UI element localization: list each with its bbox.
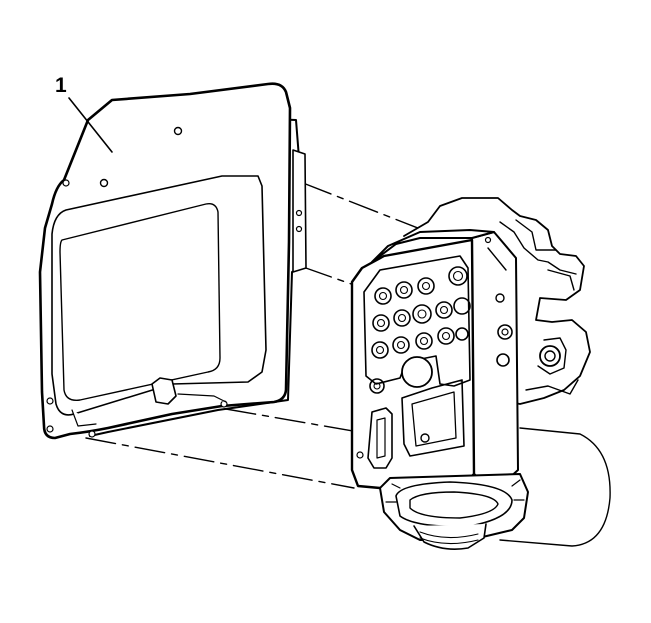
mounting-hole [46, 397, 54, 405]
side-bore [484, 236, 492, 244]
valve-bore [372, 314, 390, 332]
front-bore-center [373, 382, 381, 390]
flange-teeth [385, 479, 525, 503]
modulator-bracket [525, 379, 579, 395]
motor-flange-ring [395, 481, 513, 528]
valve-bore [371, 341, 389, 359]
hydraulic-modulator [350, 197, 611, 550]
motor-shaft-thread [419, 531, 479, 545]
valve-bore [455, 327, 469, 341]
valve-bore [435, 301, 453, 319]
valve-bore-center [439, 305, 449, 315]
modulator-side-face [471, 231, 519, 493]
left-channel-inner [376, 417, 386, 459]
connector-pin [295, 225, 303, 233]
control-module [38, 82, 307, 440]
valve-bore-center [376, 318, 386, 328]
valve-bore [412, 304, 432, 324]
valve-bore-center [399, 285, 409, 295]
module-edge-detail [71, 409, 97, 427]
lower-channel-inner [411, 391, 457, 447]
valve-bore [392, 336, 410, 354]
valve-bore [417, 277, 435, 295]
modulator-top-face [371, 229, 495, 263]
callout-label-1: 1 [55, 74, 67, 97]
valve-bore [395, 281, 413, 299]
alignment-line-middle [302, 266, 355, 286]
valve-bore-center [378, 291, 388, 301]
brake-line-port [539, 345, 561, 367]
valve-bore-center [419, 336, 429, 346]
brake-line-port [544, 350, 556, 362]
side-bore [496, 353, 510, 367]
flange-tooth [391, 483, 401, 489]
module-edge-detail [177, 393, 227, 403]
motor-shaft [413, 523, 487, 550]
flange-tooth [511, 479, 521, 487]
side-bore [501, 328, 509, 336]
valve-boss-plate [363, 255, 471, 387]
mounting-hole [99, 178, 109, 188]
valve-bore-center [452, 270, 464, 282]
valve-bore-center [417, 309, 427, 319]
valve-bore [448, 266, 468, 286]
alignment-line-bottom [85, 437, 355, 489]
valve-bore-center [397, 313, 407, 323]
mounting-hole [46, 425, 54, 433]
module-mounting-tab [151, 377, 177, 405]
modulator-rear-detail [499, 221, 577, 275]
modulator-side-bore [487, 247, 507, 271]
valve-bore [374, 287, 392, 305]
port-nut [537, 337, 567, 375]
side-bore [497, 324, 513, 340]
valve-bore-center [396, 340, 406, 350]
mounting-hole [88, 430, 96, 438]
module-cover-recess [59, 202, 221, 401]
callout-leader-line [68, 97, 113, 153]
side-bore [495, 293, 505, 303]
valve-bore-center [421, 281, 431, 291]
valve-bore [453, 297, 471, 315]
connector-pin [295, 209, 303, 217]
mounting-hole [173, 126, 183, 136]
valve-bore-center [441, 331, 451, 341]
front-bolt-hole [356, 451, 364, 459]
valve-bore [437, 327, 455, 345]
pump-bore [401, 356, 433, 388]
solenoid-valve-bores [371, 266, 471, 359]
motor-flange-ring-inner [409, 491, 499, 519]
valve-bore-center [375, 345, 385, 355]
lower-channel [401, 379, 465, 457]
left-channel [367, 407, 393, 469]
valve-bore [415, 332, 433, 350]
mounting-hole [62, 179, 70, 187]
front-bore [369, 378, 385, 394]
modulator-rear-detail [515, 219, 557, 251]
front-bolt-hole [420, 433, 430, 443]
valve-bore-centers [375, 270, 464, 355]
modulator-rear-detail [547, 269, 575, 291]
valve-bore [393, 309, 411, 327]
pump-motor-housing [499, 427, 611, 547]
